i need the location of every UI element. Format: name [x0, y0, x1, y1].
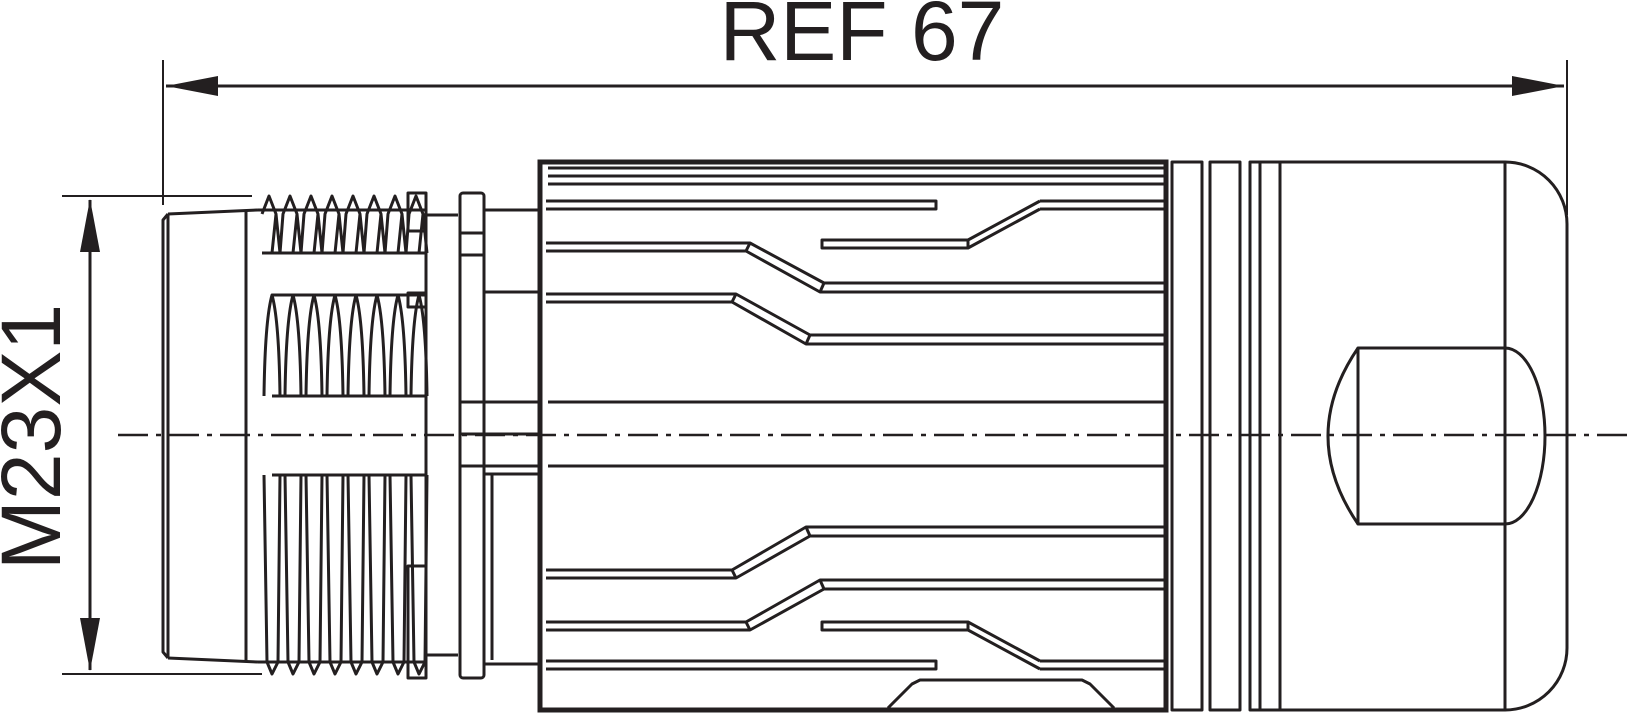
thread-section — [258, 191, 429, 680]
arrowhead-top — [80, 199, 100, 252]
cable-housing — [1280, 160, 1569, 712]
thread-dimension-label: M23X1 — [0, 304, 78, 570]
thread-teeth-bottom — [262, 474, 429, 676]
length-dimension: REF 67 — [162, 0, 1568, 215]
front-nose — [161, 208, 259, 664]
ribbed-rings — [1170, 160, 1282, 712]
thread-dimension: M23X1 — [0, 195, 262, 675]
arrowhead-left — [166, 76, 218, 96]
length-dimension-label: REF 67 — [720, 0, 1005, 78]
thread-teeth-middle — [262, 293, 429, 397]
retaining-ring — [426, 191, 540, 680]
coupling-nut — [537, 159, 1169, 713]
thread-teeth-top — [260, 194, 429, 255]
arrowhead-bottom — [80, 618, 100, 671]
arrowhead-right — [1512, 76, 1564, 96]
